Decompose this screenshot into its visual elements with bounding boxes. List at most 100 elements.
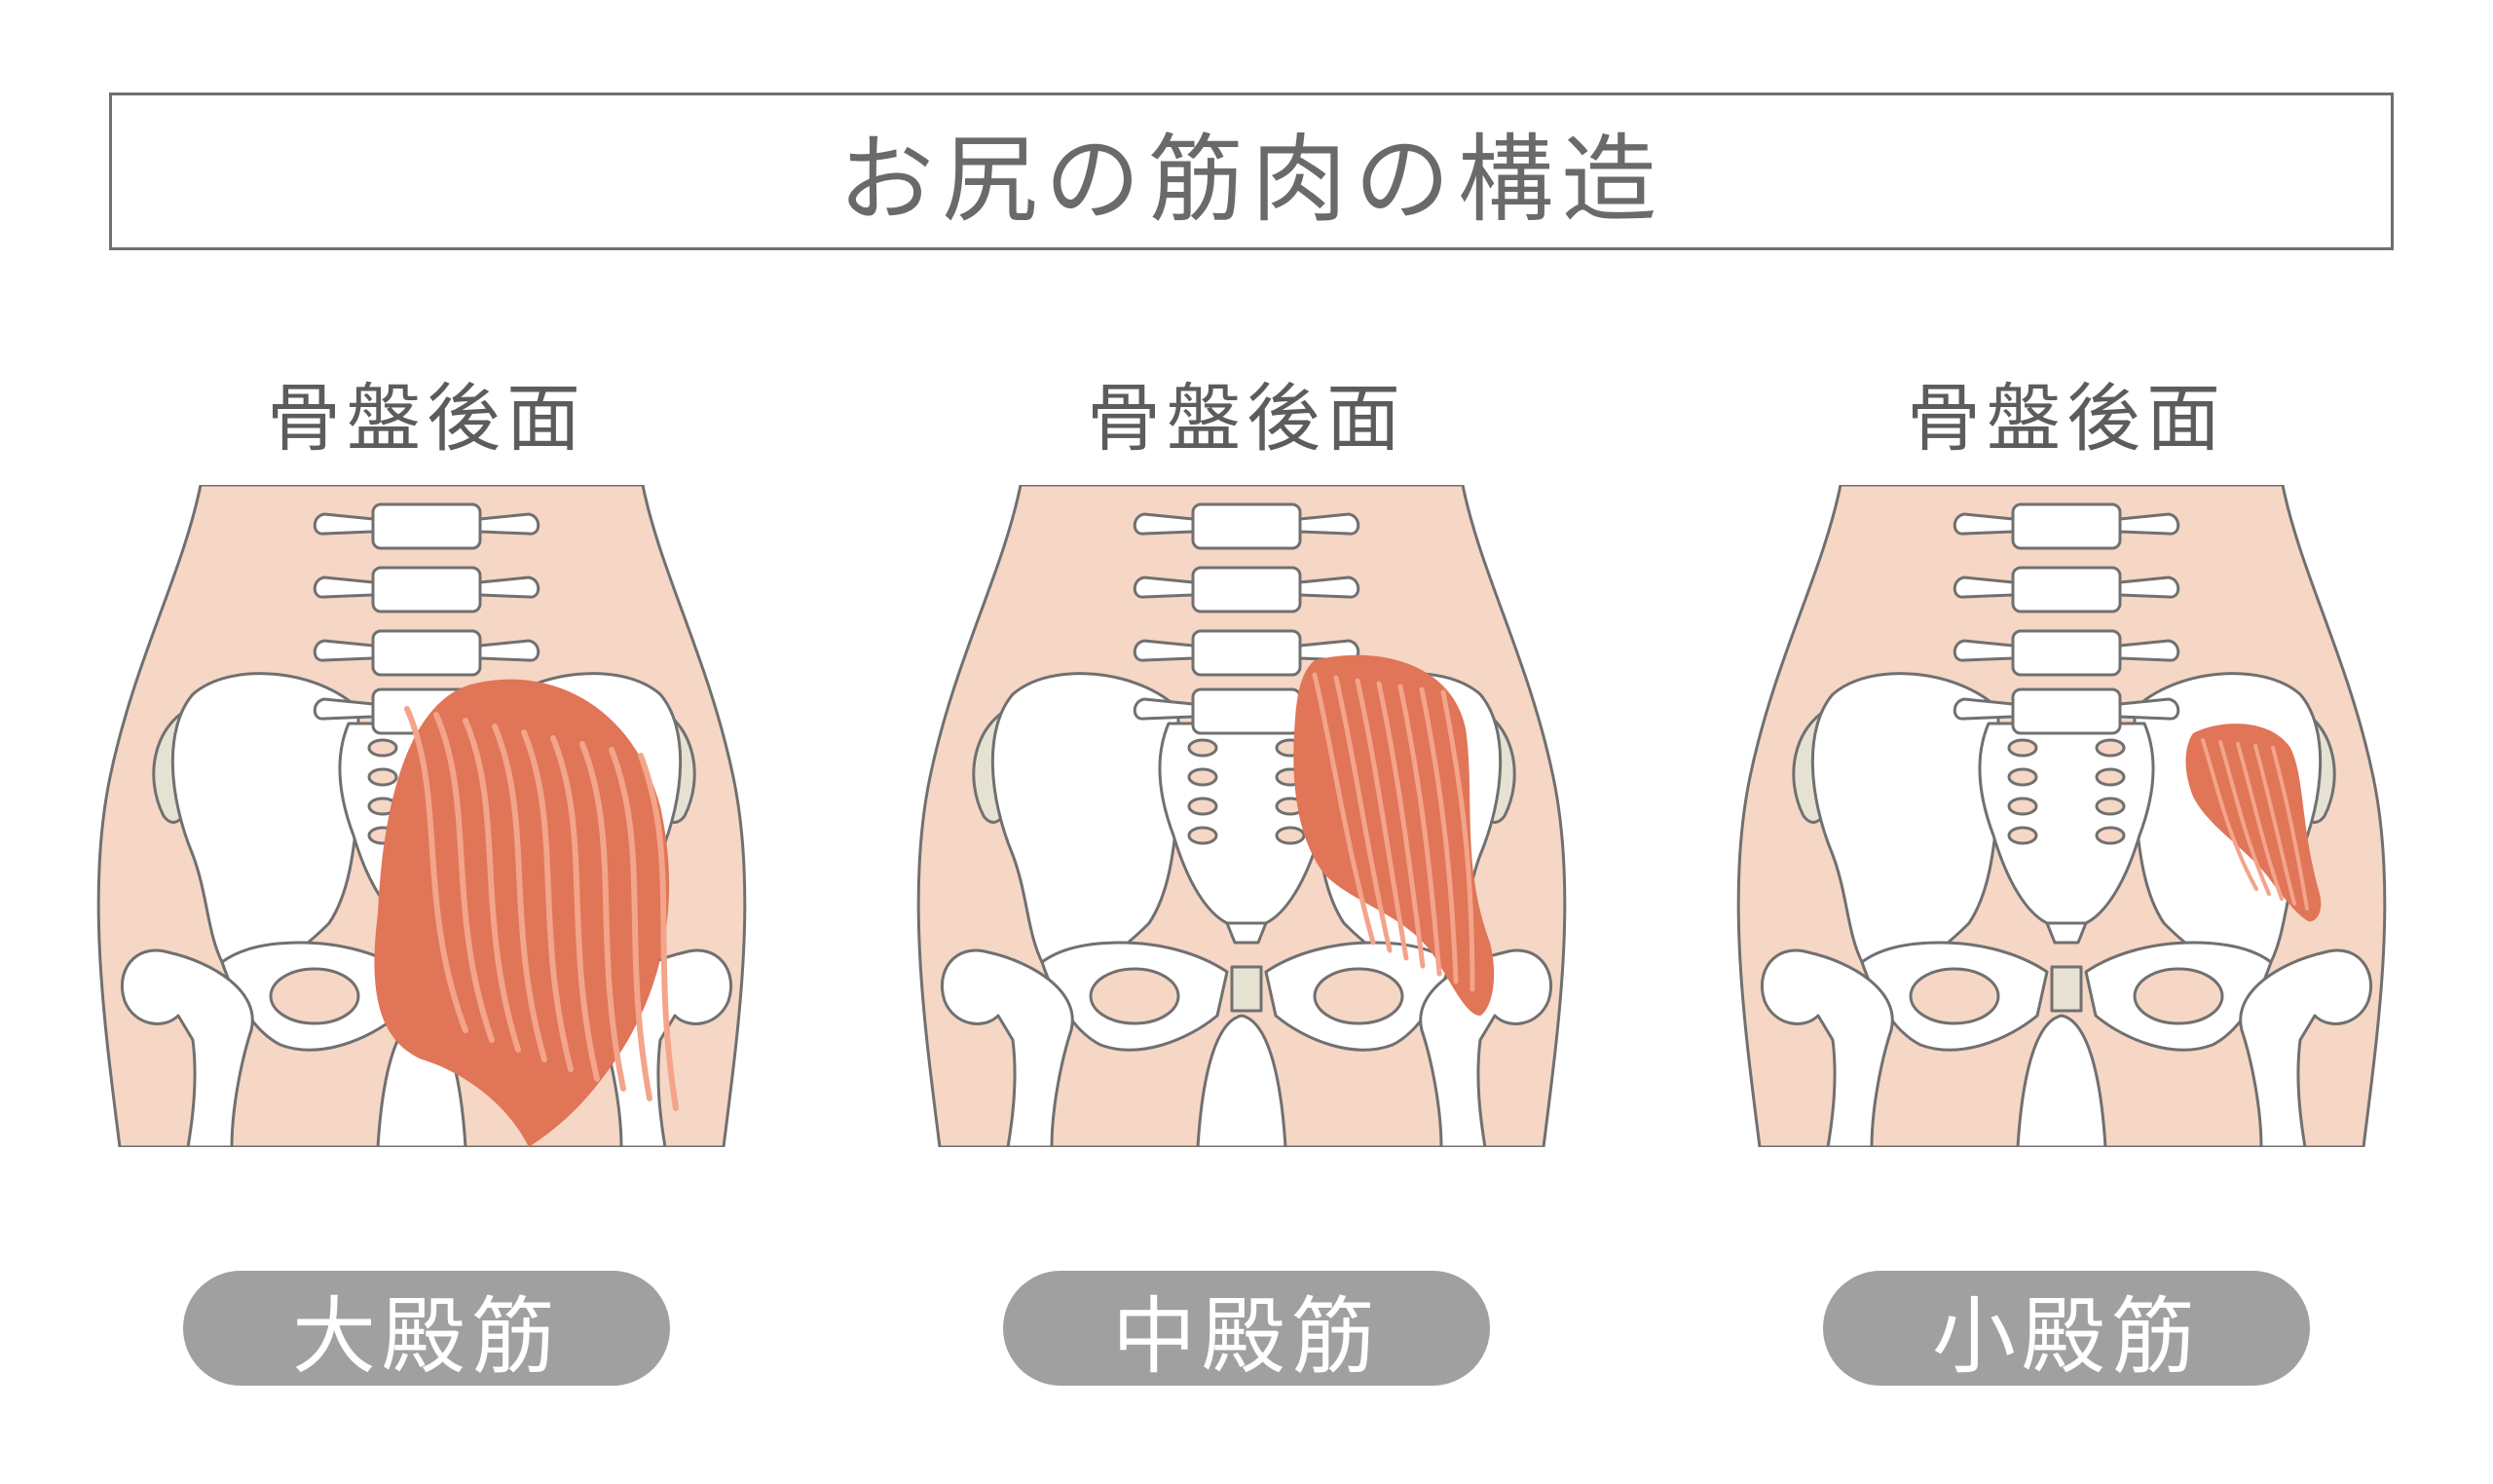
page-title: お尻の筋肉の構造 bbox=[837, 125, 1664, 236]
sacral-foramen bbox=[2007, 826, 2038, 845]
pelvis-illustration bbox=[916, 485, 1567, 1147]
muscle-label: 中殿筋 bbox=[1003, 1271, 1490, 1386]
muscle-fiber bbox=[1355, 678, 1409, 961]
transverse-process-right bbox=[478, 639, 540, 662]
muscle-fiber bbox=[1419, 686, 1459, 984]
muscle-fiber bbox=[521, 729, 574, 1072]
transverse-process-right bbox=[2118, 697, 2180, 721]
muscle-group bbox=[2185, 723, 2322, 922]
sacral-foramen bbox=[1187, 767, 1218, 787]
ilium-left bbox=[990, 672, 1180, 975]
title-box: お尻の筋肉の構造 bbox=[109, 93, 2394, 250]
transverse-process-left bbox=[1953, 639, 2015, 662]
pelvis-group bbox=[96, 485, 747, 1147]
transverse-process-left bbox=[1133, 697, 1195, 721]
panel-heading: 骨盤後面 bbox=[267, 375, 586, 462]
muscle-fiber bbox=[2271, 746, 2309, 910]
coccyx bbox=[1225, 921, 1268, 945]
muscle-fiber bbox=[2253, 744, 2296, 906]
lumbar-vertebra bbox=[2011, 566, 2122, 613]
transverse-process-right bbox=[2118, 512, 2180, 536]
obturator-foramen-right bbox=[2133, 967, 2224, 1025]
muscle-fiber bbox=[1333, 675, 1393, 953]
femur-left bbox=[120, 948, 254, 1147]
pelvis-illustration bbox=[1736, 485, 2387, 1147]
muscle-group bbox=[374, 679, 679, 1147]
lumbar-vertebra bbox=[2011, 687, 2122, 735]
muscle-fiber bbox=[463, 718, 521, 1053]
transverse-process-right bbox=[1298, 575, 1360, 599]
pelvis-group bbox=[916, 485, 1567, 1147]
transverse-process-right bbox=[1298, 512, 1360, 536]
muscle-fiber bbox=[550, 735, 600, 1082]
muscle-label-text: 中殿筋 bbox=[1112, 1287, 1381, 1386]
transverse-process-left bbox=[1133, 639, 1195, 662]
muscle-fiber bbox=[492, 723, 547, 1062]
transverse-process-left bbox=[1953, 575, 2015, 599]
muscle-fiber bbox=[433, 712, 495, 1043]
transverse-process-right bbox=[478, 512, 540, 536]
muscle-fiber bbox=[1376, 681, 1426, 969]
muscle-fiber bbox=[2201, 738, 2258, 891]
transverse-process-left bbox=[313, 512, 375, 536]
transverse-process-left bbox=[1133, 575, 1195, 599]
lumbar-vertebra bbox=[1191, 566, 1302, 613]
transverse-process-left bbox=[313, 697, 375, 721]
muscle-label-text: 大殿筋 bbox=[292, 1287, 561, 1386]
femur-right bbox=[1419, 948, 1553, 1147]
sacral-foramen bbox=[2007, 767, 2038, 787]
sacral-foramen bbox=[1187, 738, 1218, 758]
lumbar-vertebra bbox=[371, 629, 482, 677]
sacral-foramen bbox=[1187, 826, 1218, 845]
femur-right bbox=[2239, 948, 2373, 1147]
transverse-process-left bbox=[1953, 512, 2015, 536]
sacral-foramen bbox=[367, 738, 398, 758]
panel-gluteus-medius: 骨盤後面 中殿筋 bbox=[906, 360, 1587, 1392]
sacral-foramen bbox=[2095, 767, 2126, 787]
pubic-symphysis bbox=[1230, 965, 1263, 1013]
sacral-foramen bbox=[367, 767, 398, 787]
sacral-foramen bbox=[1187, 797, 1218, 816]
panel-heading: 骨盤後面 bbox=[1907, 375, 2226, 462]
femur-left bbox=[1760, 948, 1894, 1147]
obturator-foramen-right bbox=[1313, 967, 1404, 1025]
panel-gluteus-maximus: 骨盤後面 大殿筋 bbox=[86, 360, 767, 1392]
panel-heading: 骨盤後面 bbox=[1087, 375, 1406, 462]
muscle-fiber bbox=[2236, 742, 2284, 901]
sacral-foramen bbox=[1275, 826, 1306, 845]
sacral-foramen bbox=[2007, 738, 2038, 758]
transverse-process-right bbox=[2118, 639, 2180, 662]
lumbar-vertebra bbox=[1191, 629, 1302, 677]
transverse-process-left bbox=[313, 639, 375, 662]
muscle-fiber bbox=[638, 753, 679, 1111]
muscle-fiber bbox=[1440, 689, 1475, 992]
pubic-symphysis bbox=[2050, 965, 2083, 1013]
muscle-fiber bbox=[1397, 684, 1442, 977]
lumbar-vertebra bbox=[371, 566, 482, 613]
lumbar-vertebra bbox=[371, 502, 482, 550]
muscle-fiber bbox=[609, 747, 652, 1101]
obturator-foramen-left bbox=[1909, 967, 2000, 1025]
ilium-left bbox=[170, 672, 360, 975]
panel-gluteus-minimus: 骨盤後面 小殿筋 bbox=[1726, 360, 2407, 1392]
transverse-process-left bbox=[1133, 512, 1195, 536]
transverse-process-left bbox=[313, 575, 375, 599]
lumbar-vertebra bbox=[1191, 502, 1302, 550]
pelvis-group bbox=[1736, 485, 2387, 1147]
muscle-fiber bbox=[404, 706, 468, 1033]
sacral-foramen bbox=[2007, 797, 2038, 816]
transverse-process-right bbox=[478, 575, 540, 599]
sacral-foramen bbox=[2095, 826, 2126, 845]
sacral-foramen bbox=[2095, 738, 2126, 758]
lumbar-vertebra bbox=[1191, 687, 1302, 735]
ilium-left bbox=[1810, 672, 2000, 975]
muscle-label: 小殿筋 bbox=[1823, 1271, 2310, 1386]
muscle-label: 大殿筋 bbox=[183, 1271, 670, 1386]
femur-left bbox=[940, 948, 1074, 1147]
coccyx bbox=[2045, 921, 2088, 945]
muscle-fiber bbox=[1312, 672, 1376, 946]
obturator-foramen-left bbox=[269, 967, 360, 1025]
lumbar-vertebra bbox=[2011, 629, 2122, 677]
sacral-foramen bbox=[2095, 797, 2126, 816]
transverse-process-left bbox=[1953, 697, 2015, 721]
